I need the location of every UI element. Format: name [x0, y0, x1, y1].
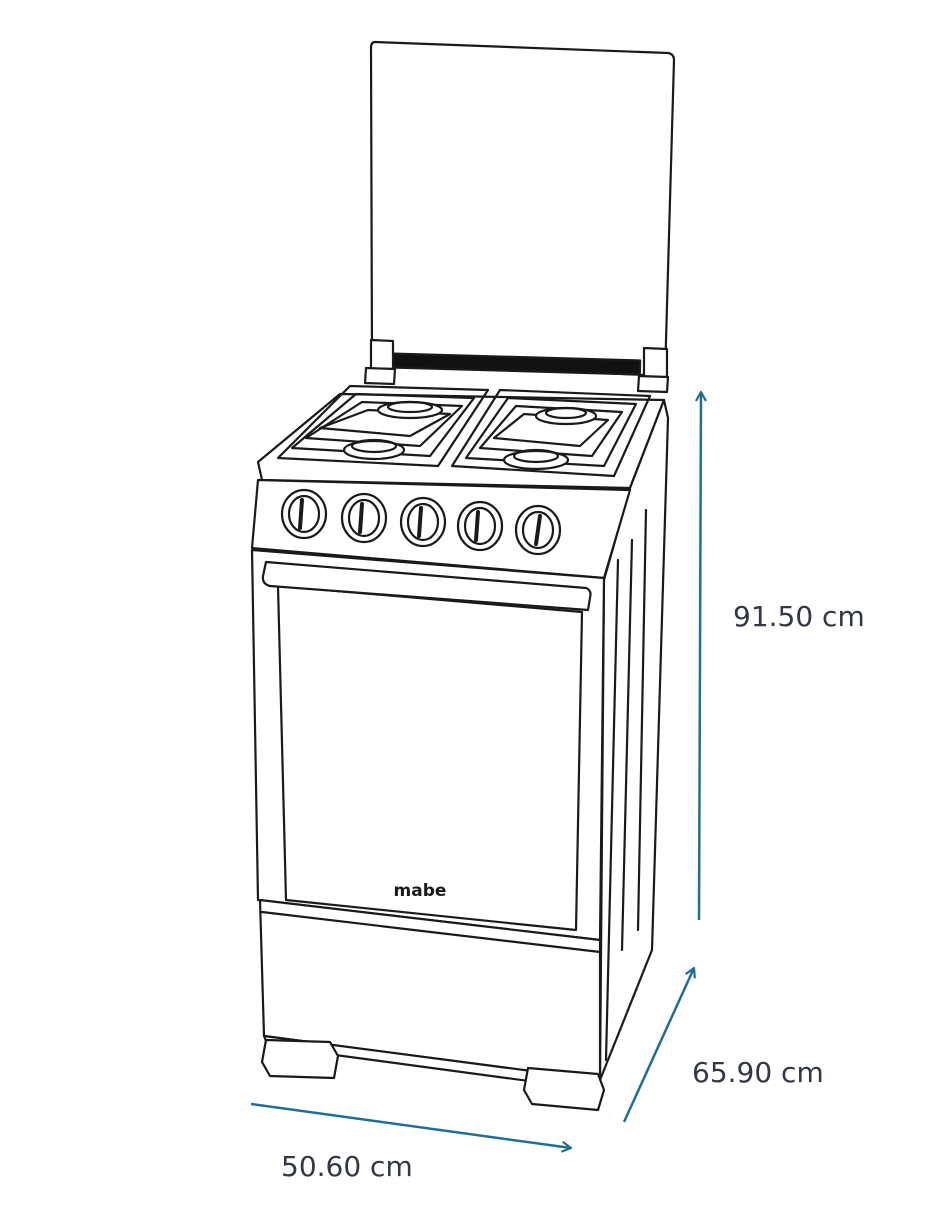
foot-right [522, 1066, 606, 1112]
height-arrow [695, 390, 707, 921]
width-dimension-label: 50.60 cm [281, 1150, 413, 1183]
knob-5 [514, 504, 562, 556]
width-arrow [250, 1102, 573, 1153]
burner-back-right [534, 406, 598, 426]
knob-3 [399, 496, 447, 548]
burner-front-right [502, 449, 570, 471]
grate-left [276, 384, 490, 468]
height-dimension-label: 91.50 cm [733, 600, 865, 633]
control-knobs [280, 488, 562, 556]
knob-1 [280, 488, 328, 540]
knob-4 [456, 500, 504, 552]
depth-arrow [622, 966, 696, 1123]
oven-door-handle [261, 560, 592, 612]
dimension-arrows [250, 390, 707, 1153]
burner-back-left [376, 400, 444, 420]
burners [342, 400, 598, 471]
lid [363, 40, 676, 394]
knob-2 [340, 492, 388, 544]
depth-dimension-label: 65.90 cm [692, 1056, 824, 1089]
foot-left [260, 1038, 340, 1080]
brand-logo: mabe [394, 881, 447, 901]
stove-outline [250, 40, 676, 1112]
grate-right [450, 388, 652, 478]
